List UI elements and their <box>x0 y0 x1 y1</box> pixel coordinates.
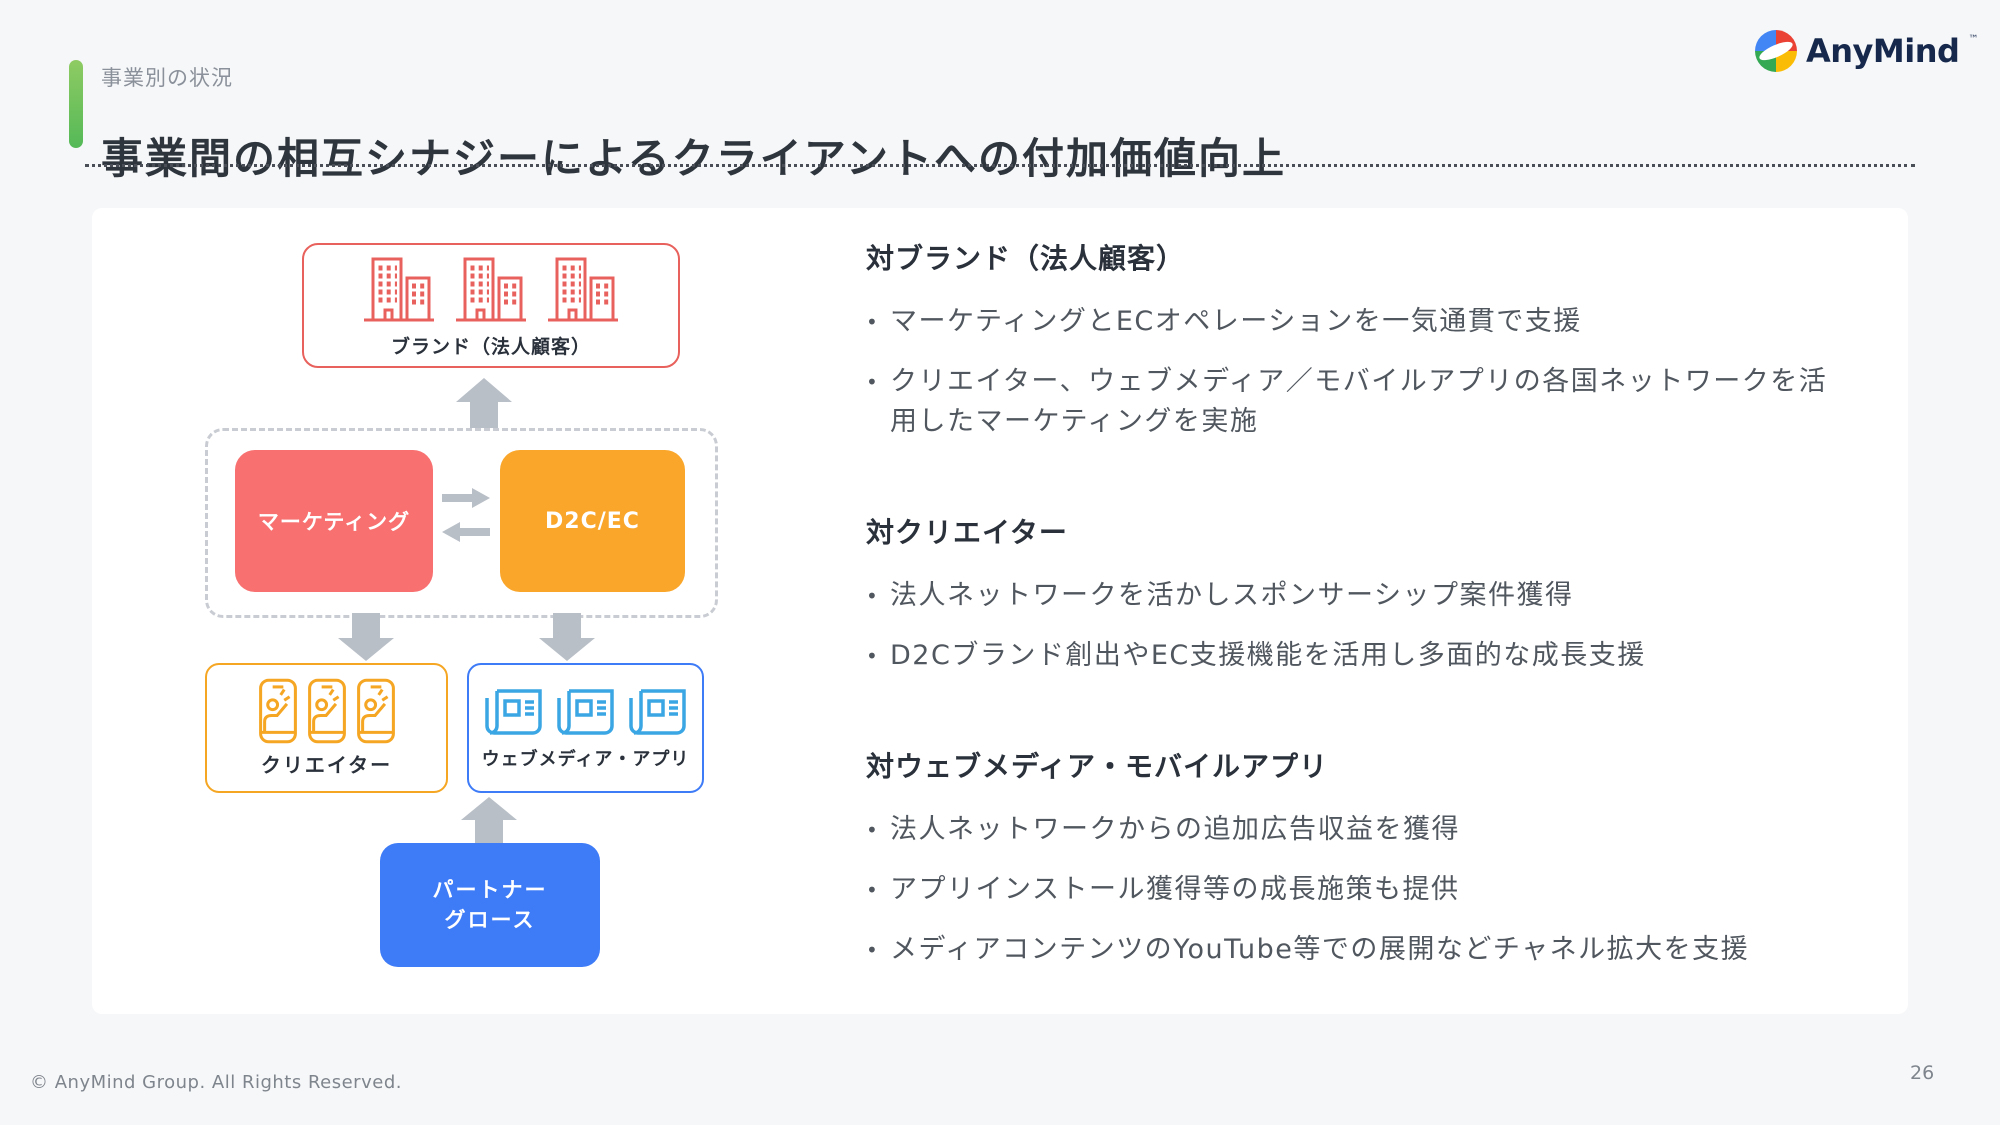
bullet-item: • メディアコンテンツのYouTube等での展開などチャネル拡大を支援 <box>866 930 1841 970</box>
bullet-dot: • <box>866 370 880 394</box>
bullet-item: • アプリインストール獲得等の成長施策も提供 <box>866 870 1841 910</box>
bullet-text: 法人ネットワークを活かしスポンサーシップ案件獲得 <box>890 580 1574 611</box>
logo-wordmark: AnyMind <box>1806 32 1960 70</box>
diagram-brand-box: ブランド（法人顧客） <box>302 243 680 368</box>
trademark-symbol: ™ <box>1968 34 1979 45</box>
bullet-dot: • <box>866 584 880 608</box>
bullet-item: • D2Cブランド創出やEC支援機能を活用し多面的な成長支援 <box>866 636 1841 676</box>
bullet-text: メディアコンテンツのYouTube等での展開などチャネル拡大を支援 <box>890 934 1750 965</box>
marketing-box: マーケティング <box>235 450 433 592</box>
arrow-up-to-brand <box>456 378 512 428</box>
anymind-logo: AnyMind ™ <box>1755 30 1978 72</box>
section-creator: 対クリエイター • 法人ネットワークを活かしスポンサーシップ案件獲得 • D2C… <box>866 514 1841 676</box>
bullet-dot: • <box>866 878 880 902</box>
bullet-dot: • <box>866 310 880 334</box>
arrow-left-d2c-to-marketing <box>442 522 490 542</box>
description-column: 対ブランド（法人顧客） • マーケティングとECオペレーションを一気通貫で支援 … <box>866 240 1841 1042</box>
creator-box-label: クリエイター <box>260 753 393 777</box>
creator-box: クリエイター <box>205 663 448 793</box>
bullet-dot: • <box>866 644 880 668</box>
brand-box-label: ブランド（法人顧客） <box>390 336 591 358</box>
bullet-text: マーケティングとECオペレーションを一気通貫で支援 <box>890 306 1582 337</box>
partner-box-label-line1: パートナー <box>432 878 548 902</box>
newspaper-icon <box>556 689 614 735</box>
media-box-label: ウェブメディア・アプリ <box>481 749 690 770</box>
section-media: 対ウェブメディア・モバイルアプリ • 法人ネットワークからの追加広告収益を獲得 … <box>866 748 1841 970</box>
anymind-logo-icon <box>1755 30 1797 72</box>
bullet-item: • 法人ネットワークからの追加広告収益を獲得 <box>866 810 1841 850</box>
building-icon <box>456 257 526 322</box>
dotted-divider <box>85 164 1915 167</box>
bullet-text: アプリインストール獲得等の成長施策も提供 <box>890 874 1460 905</box>
bullet-item: • 法人ネットワークを活かしスポンサーシップ案件獲得 <box>866 576 1841 616</box>
bullet-text: クリエイター、ウェブメディア／モバイルアプリの各国ネットワークを活用したマーケテ… <box>890 366 1828 437</box>
creator-phone-icon <box>307 678 346 744</box>
bullet-item: • クリエイター、ウェブメディア／モバイルアプリの各国ネットワークを活用したマー… <box>866 362 1841 442</box>
copyright-notice: © AnyMind Group. All Rights Reserved. <box>30 1072 402 1093</box>
building-icon <box>364 257 434 322</box>
newspaper-icon <box>484 689 542 735</box>
page-number: 26 <box>1910 1062 1935 1084</box>
slide-kicker: 事業別の状況 <box>101 66 233 90</box>
bullet-text: 法人ネットワークからの追加広告収益を獲得 <box>890 814 1460 845</box>
bullet-text: D2Cブランド創出やEC支援機能を活用し多面的な成長支援 <box>890 640 1646 671</box>
title-accent-bar <box>69 60 83 148</box>
section-brand: 対ブランド（法人顧客） • マーケティングとECオペレーションを一気通貫で支援 … <box>866 240 1841 442</box>
arrow-up-from-partner <box>461 797 517 845</box>
creator-icon-row <box>258 678 396 744</box>
arrow-down-to-creator <box>338 613 394 661</box>
bullet-dot: • <box>866 938 880 962</box>
section-heading: 対ブランド（法人顧客） <box>866 242 1186 275</box>
synergy-dashed-container <box>205 428 718 618</box>
page-title: 事業間の相互シナジーによるクライアントへの付加価値向上 <box>101 134 1287 184</box>
bullet-item: • マーケティングとECオペレーションを一気通貫で支援 <box>866 302 1841 342</box>
d2c-ec-box: D2C/EC <box>500 450 685 592</box>
section-heading: 対ウェブメディア・モバイルアプリ <box>866 750 1329 783</box>
creator-phone-icon <box>356 678 395 744</box>
building-icon <box>548 257 618 322</box>
creator-phone-icon <box>258 678 297 744</box>
arrow-down-to-media <box>539 613 595 661</box>
logo-lens-shape <box>1757 38 1795 64</box>
brand-icon-row <box>360 256 622 326</box>
bullet-dot: • <box>866 818 880 842</box>
section-heading: 対クリエイター <box>866 516 1068 549</box>
arrow-right-marketing-to-d2c <box>442 488 490 508</box>
partner-growth-box: パートナー グロース <box>380 843 600 967</box>
newspaper-icon <box>628 689 686 735</box>
partner-box-label-line2: グロース <box>444 908 536 932</box>
web-media-app-box: ウェブメディア・アプリ <box>467 663 704 793</box>
media-icon-row <box>483 685 689 737</box>
